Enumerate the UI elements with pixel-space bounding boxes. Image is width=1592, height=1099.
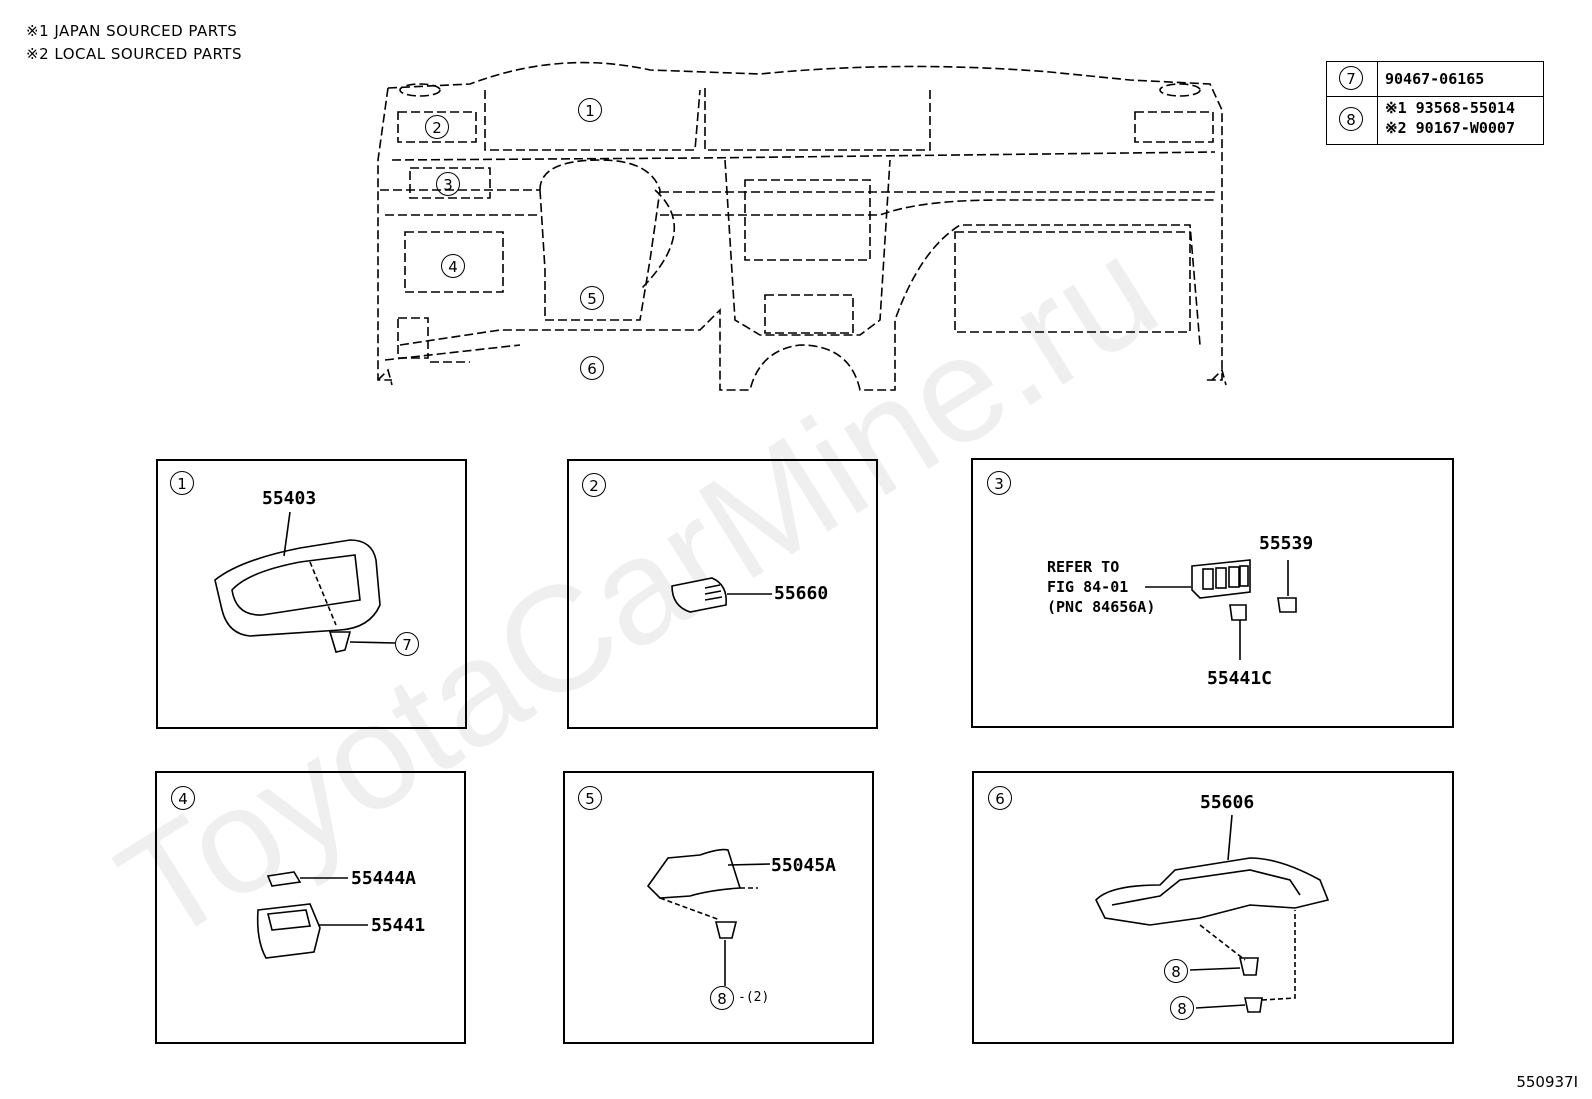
- refer-to-text: REFER TO: [1047, 558, 1120, 576]
- panel-2: [567, 459, 878, 729]
- panel-3-callout: 3: [987, 471, 1011, 495]
- table-part-8-japan: ※1 93568-55014: [1385, 99, 1515, 117]
- panel-1: [156, 459, 467, 729]
- panel-3: [971, 458, 1454, 728]
- refer-fig-text: FIG 84-01: [1047, 578, 1129, 596]
- fastener-8-callout-p6b: 8: [1170, 996, 1194, 1020]
- table-part-8-local: ※2 90167-W0007: [1385, 119, 1515, 137]
- panel-6: [972, 771, 1454, 1044]
- part-55403-label: 55403: [262, 488, 317, 509]
- part-55606-label: 55606: [1200, 792, 1255, 813]
- panel-4: [155, 771, 466, 1044]
- callout-2: 2: [425, 115, 449, 139]
- part-55444a-label: 55444A: [351, 868, 417, 889]
- part-55539-label: 55539: [1259, 533, 1314, 554]
- table-part-7: 90467-06165: [1385, 70, 1485, 88]
- panel-1-callout: 1: [170, 471, 194, 495]
- part-55441-label: 55441: [371, 915, 426, 936]
- table-callout-7: 7: [1339, 66, 1363, 90]
- callout-5: 5: [580, 286, 604, 310]
- panel-2-callout: 2: [582, 473, 606, 497]
- fastener-7-callout: 7: [395, 632, 419, 656]
- fastener-quantity: -(2): [738, 990, 770, 1005]
- callout-3: 3: [436, 172, 460, 196]
- note-japan-sourced: ※1 JAPAN SOURCED PARTS: [26, 22, 238, 40]
- part-55441c-label: 55441C: [1207, 668, 1273, 689]
- callout-4: 4: [441, 254, 465, 278]
- note-local-sourced: ※2 LOCAL SOURCED PARTS: [26, 45, 242, 63]
- illustration-reference-code: 550937I: [1516, 1073, 1578, 1091]
- table-row-7: 7 90467-06165: [1327, 62, 1543, 97]
- table-row-8: 8 ※1 93568-55014 ※2 90167-W0007: [1327, 96, 1543, 144]
- part-55045a-label: 55045A: [771, 855, 837, 876]
- panel-5: [563, 771, 874, 1044]
- table-callout-8: 8: [1339, 107, 1363, 131]
- panel-5-callout: 5: [578, 786, 602, 810]
- callout-6: 6: [580, 356, 604, 380]
- part-55660-label: 55660: [774, 583, 829, 604]
- fastener-8-callout-p5: 8: [710, 986, 734, 1010]
- fastener-8-callout-p6a: 8: [1164, 959, 1188, 983]
- callout-1: 1: [578, 98, 602, 122]
- panel-6-callout: 6: [988, 786, 1012, 810]
- parts-table: 7 90467-06165 8 ※1 93568-55014 ※2 90167-…: [1326, 61, 1544, 145]
- refer-pnc-text: (PNC 84656A): [1047, 598, 1156, 616]
- panel-4-callout: 4: [171, 786, 195, 810]
